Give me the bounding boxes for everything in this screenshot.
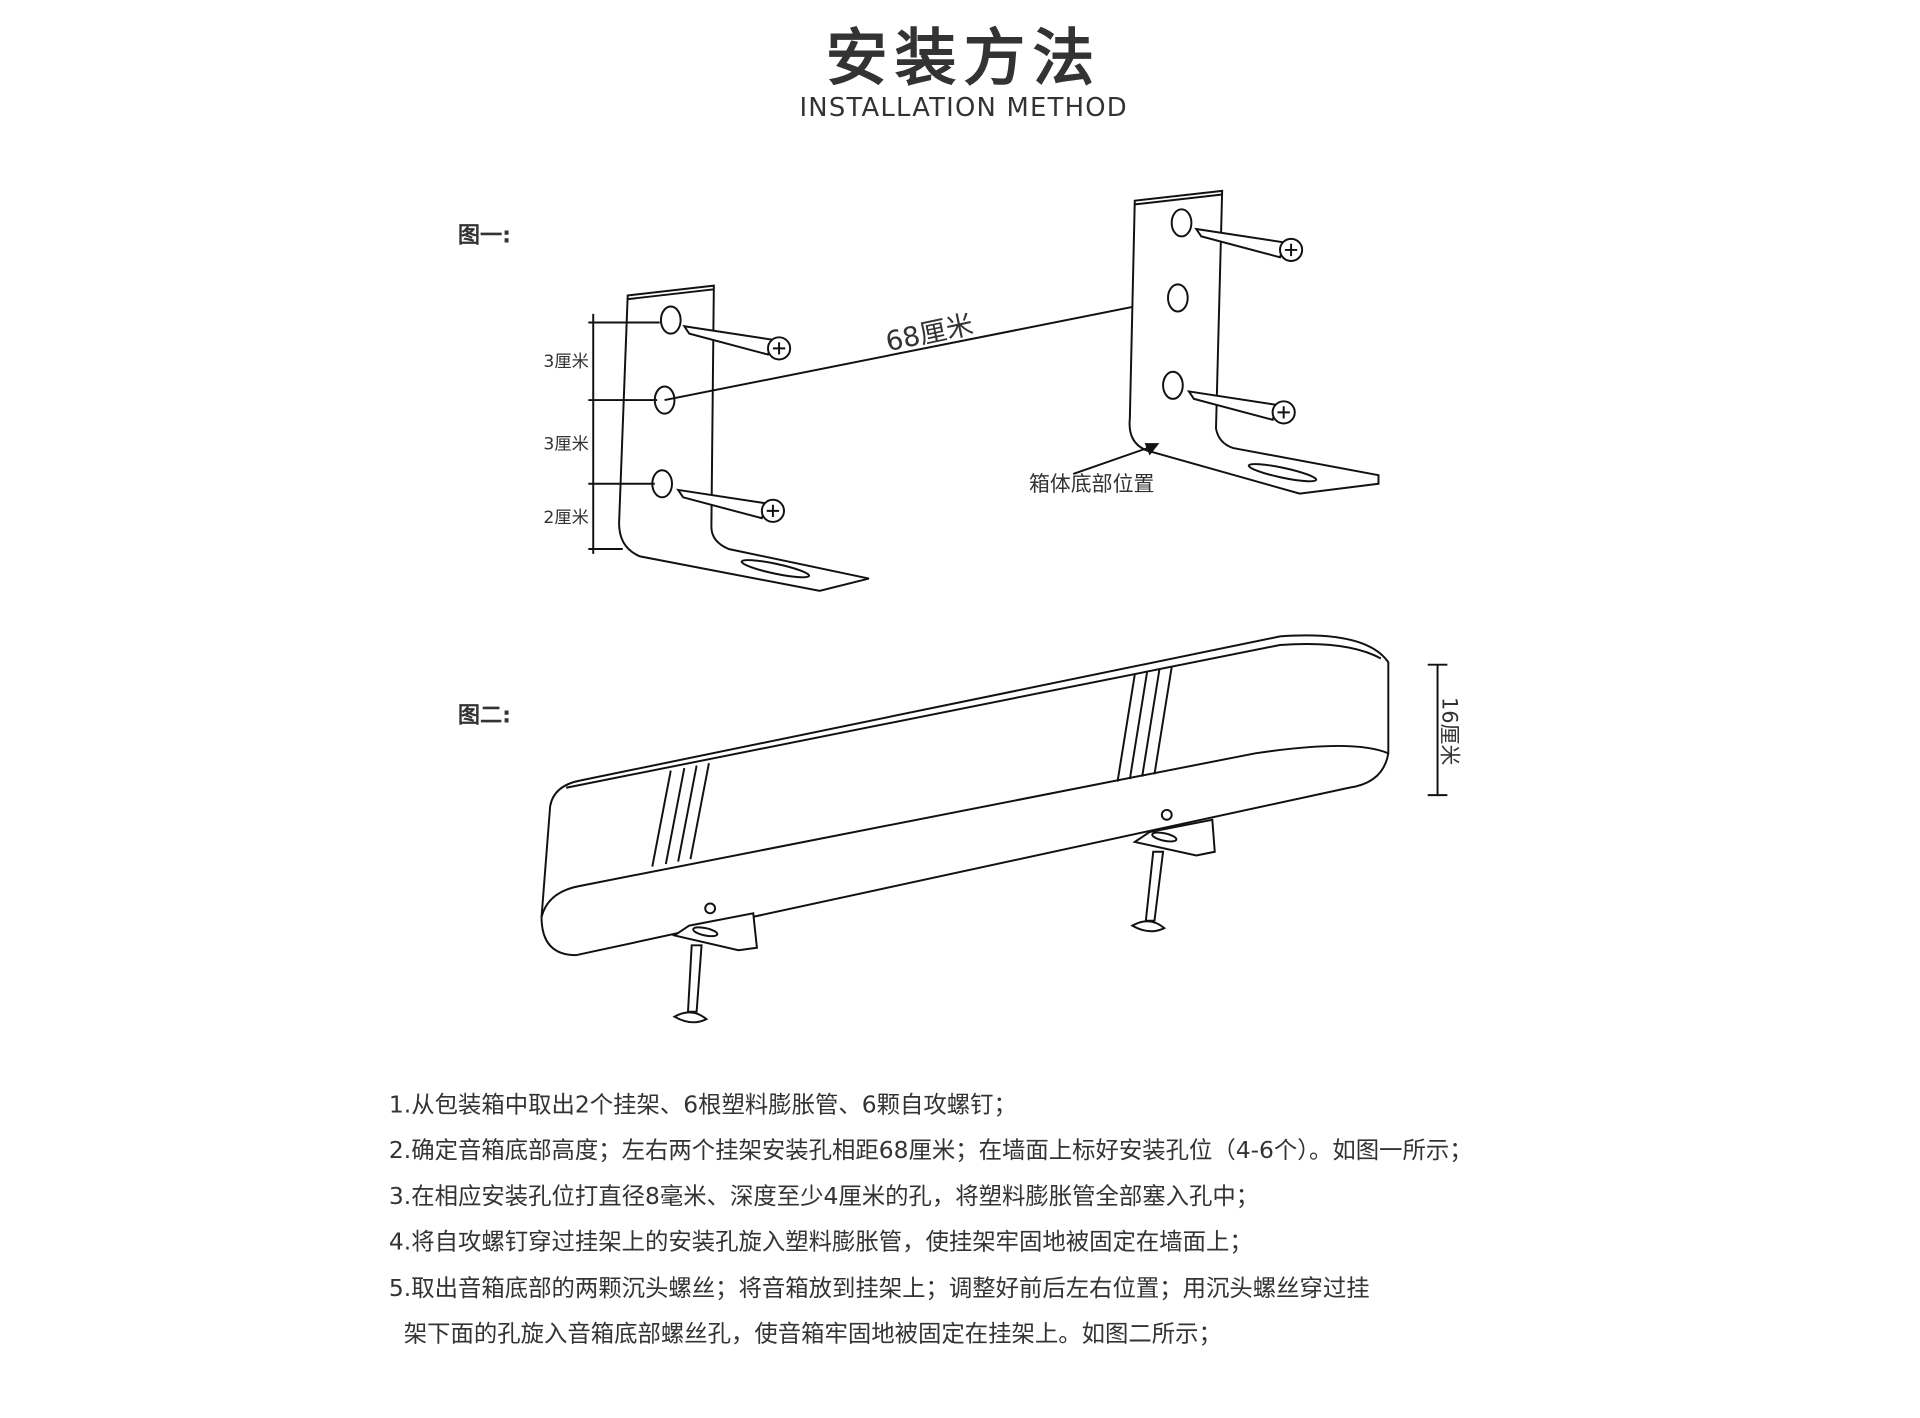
- screw-icon: [672, 1011, 709, 1024]
- mounting-hole: [1170, 208, 1193, 238]
- step-text: 2.确定音箱底部高度；左右两个挂架安装孔相距68厘米；在墙面上标好安装孔位（4-…: [389, 1136, 1473, 1164]
- mounting-hole: [1162, 370, 1184, 400]
- page-title: 安装方法: [826, 22, 1102, 94]
- distance-label: 68厘米: [883, 309, 976, 358]
- bracket-under-speaker: [1130, 808, 1216, 933]
- page-subtitle: INSTALLATION METHOD: [799, 93, 1127, 123]
- mounting-hole: [659, 305, 682, 335]
- figure1-label: 图一:: [458, 223, 511, 249]
- spacing-label: 3厘米: [543, 434, 588, 454]
- mounting-hole: [1167, 283, 1189, 313]
- height-label: 16厘米: [1437, 697, 1461, 766]
- bracket-under-speaker: [672, 902, 759, 1024]
- bottom-position-label: 箱体底部位置: [1029, 472, 1154, 496]
- screw-icon: [682, 324, 792, 361]
- instruction-steps: 1.从包装箱中取出2个挂架、6根塑料膨胀管、6颗自攻螺钉； 2.确定音箱底部高度…: [389, 1091, 1473, 1348]
- distance-line: [664, 296, 1179, 402]
- speaker-grille-stripes: [651, 666, 1173, 867]
- mounting-hole: [651, 469, 673, 499]
- right-bracket: [1128, 189, 1380, 495]
- step-text: 5.取出音箱底部的两颗沉头螺丝；将音箱放到挂架上；调整好前后左右位置；用沉头螺丝…: [389, 1274, 1370, 1302]
- screw-icon: [676, 488, 785, 523]
- arrow-icon: [1072, 444, 1155, 475]
- spacing-label: 2厘米: [543, 508, 588, 528]
- left-bracket: [618, 284, 870, 592]
- speaker-drawing: [540, 634, 1390, 1024]
- height-dimension: 16厘米: [1427, 663, 1461, 797]
- step-text: 1.从包装箱中取出2个挂架、6根塑料膨胀管、6颗自攻螺钉；: [389, 1091, 1017, 1119]
- step-text: 4.将自攻螺钉穿过挂架上的安装孔旋入塑料膨胀管，使挂架牢固地被固定在墙面上；: [389, 1227, 1253, 1255]
- step-text: 架下面的孔旋入音箱底部螺丝孔，使音箱牢固地被固定在挂架上。如图二所示；: [389, 1320, 1222, 1348]
- screw-icon: [1130, 920, 1167, 933]
- figure2-label: 图二:: [458, 703, 511, 729]
- dimension-marks: 3厘米 3厘米 2厘米: [543, 313, 660, 554]
- spacing-label: 3厘米: [543, 352, 588, 372]
- step-text: 3.在相应安装孔位打直径8毫米、深度至少4厘米的孔，将塑料膨胀管全部塞入孔中；: [389, 1182, 1259, 1210]
- screw-icon: [1186, 390, 1296, 425]
- screw-icon: [1194, 227, 1304, 262]
